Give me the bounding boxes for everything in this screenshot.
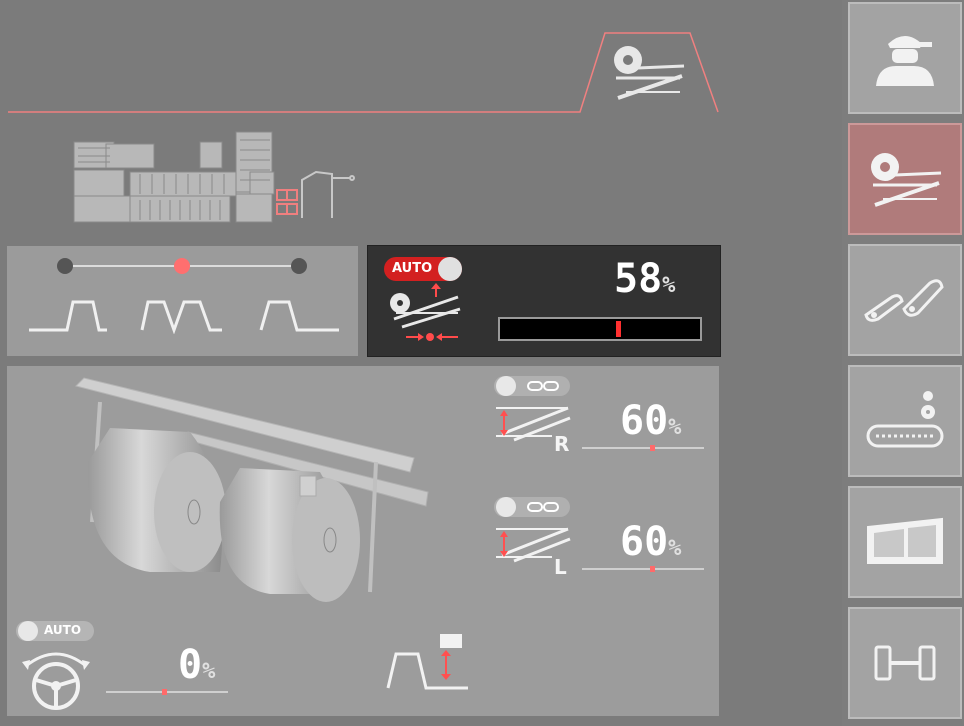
steering-auto-knob [18, 621, 38, 641]
steering-wheel-icon [22, 652, 90, 710]
auto-pressure-value: 58% [614, 256, 675, 302]
left-side-label: L [554, 555, 567, 579]
mode-selector-panel [7, 246, 358, 356]
right-link-icon [527, 381, 559, 391]
left-link-icon [527, 502, 559, 512]
auto-toggle-knob [438, 257, 462, 281]
auto-pressure-bar [498, 317, 702, 341]
cutting-height-icon[interactable] [386, 632, 470, 692]
machine-overview-icon[interactable] [70, 128, 360, 228]
left-side-value[interactable]: 60% [620, 519, 681, 565]
conditioner-icon [864, 279, 944, 322]
left-side-unit: % [668, 536, 682, 561]
steering-number: 0 [178, 642, 203, 688]
mower-unit-illustration [75, 377, 429, 602]
tab-outline [8, 32, 719, 113]
operator-icon [876, 36, 934, 86]
right-side-unit: % [668, 415, 682, 440]
sidebar-item-tailgate[interactable] [848, 486, 962, 598]
right-side-slider[interactable] [582, 445, 704, 451]
mode-dot-1[interactable] [174, 258, 190, 274]
mode-dot-2[interactable] [291, 258, 307, 274]
sidebar-item-operator[interactable] [848, 2, 962, 114]
auto-pressure-unit: % [662, 273, 676, 298]
steering-auto-label: AUTO [44, 623, 82, 637]
tailgate-icon [867, 517, 943, 564]
steering-slider-mark [162, 689, 167, 695]
auto-pressure-marker [616, 321, 621, 337]
auto-pressure-number: 58 [614, 256, 663, 302]
right-height-icon [496, 406, 571, 442]
profile-double-icon[interactable] [140, 298, 230, 334]
auto-toggle[interactable]: AUTO [384, 257, 462, 281]
profile-single-icon[interactable] [27, 298, 109, 334]
conveyor-icon [866, 391, 944, 448]
mower-tab-icon[interactable] [608, 40, 688, 104]
right-side-value[interactable]: 60% [620, 398, 681, 444]
profile-wide-icon[interactable] [259, 298, 341, 334]
main-area: AUTO 58% [7, 32, 721, 716]
mower-icon [871, 153, 942, 207]
sidebar-item-mower[interactable] [848, 123, 962, 235]
sidebar [842, 0, 964, 726]
sidebar-item-conveyor[interactable] [848, 365, 962, 477]
left-height-icon [496, 527, 571, 563]
left-link-knob [496, 497, 516, 517]
ground-pressure-icon [390, 283, 461, 341]
auto-toggle-label: AUTO [392, 261, 433, 276]
right-side-label: R [554, 432, 570, 456]
sidebar-item-conditioner[interactable] [848, 244, 962, 356]
steering-unit: % [202, 659, 216, 684]
right-link-knob [496, 376, 516, 396]
right-side-number: 60 [620, 398, 669, 444]
axle-icon [874, 645, 936, 681]
left-side-slider-mark [650, 566, 655, 572]
sidebar-item-axle[interactable] [848, 607, 962, 719]
steering-slider[interactable] [106, 689, 228, 695]
left-side-slider[interactable] [582, 566, 704, 572]
steering-value[interactable]: 0% [178, 642, 215, 688]
mode-dot-0[interactable] [57, 258, 73, 274]
left-side-number: 60 [620, 519, 669, 565]
right-side-slider-mark [650, 445, 655, 451]
